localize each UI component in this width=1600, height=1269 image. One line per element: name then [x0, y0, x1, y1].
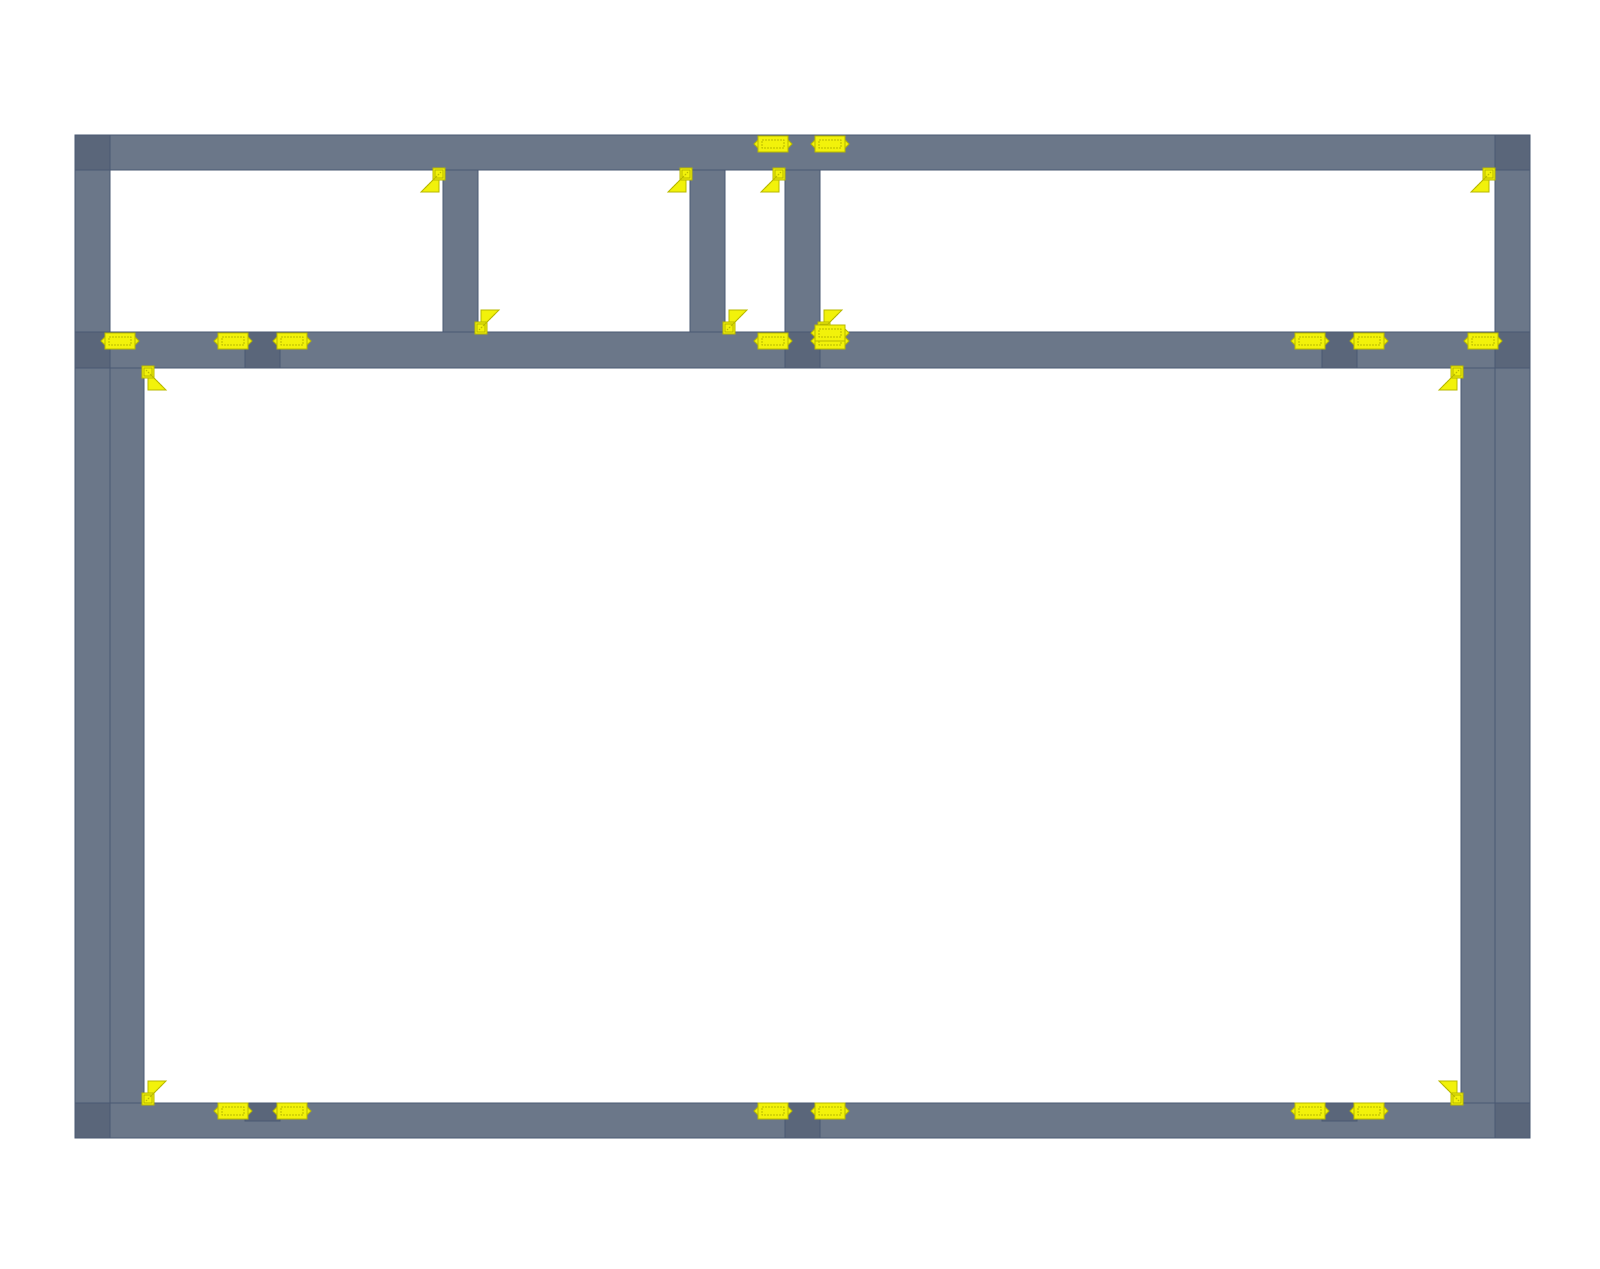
- bottom-splice-3-connector: [753, 1102, 793, 1120]
- right-inner-column: [1460, 367, 1496, 1104]
- bottom-splice-6-connector: [1349, 1102, 1389, 1120]
- corner-bracket-lower-bl-connector: [141, 1080, 168, 1106]
- joint-4: [244, 331, 281, 369]
- knee-brace-col2-bottom-connector: [722, 309, 749, 335]
- knee-brace-right-top-connector: [1469, 167, 1496, 193]
- mid-splice-3-connector: [272, 332, 312, 350]
- top-splice-left-connector: [753, 135, 793, 153]
- mid-splice-9-connector: [810, 324, 850, 342]
- knee-brace-col2-top-connector: [666, 167, 693, 193]
- joint-1: [74, 134, 111, 171]
- joint-10: [1494, 1102, 1531, 1139]
- left-inner-column: [109, 367, 145, 1104]
- upper-column-1: [442, 169, 479, 333]
- joints-layer: [74, 134, 1531, 1139]
- knee-brace-col3-top-connector: [759, 167, 786, 193]
- mid-splice-2-connector: [213, 332, 253, 350]
- mid-splice-8-connector: [1463, 332, 1503, 350]
- joint-6: [1321, 331, 1358, 369]
- corner-bracket-lower-tl-connector: [141, 365, 168, 391]
- knee-brace-col1-top-connector: [419, 167, 446, 193]
- top-splice-right-connector: [810, 135, 850, 153]
- bottom-splice-5-connector: [1290, 1102, 1330, 1120]
- bottom-splice-2-connector: [272, 1102, 312, 1120]
- joint-7: [1494, 331, 1531, 369]
- corner-bracket-lower-tr-connector: [1437, 365, 1464, 391]
- mid-splice-6-connector: [1290, 332, 1330, 350]
- corner-bracket-lower-br-connector: [1437, 1080, 1464, 1106]
- bottom-splice-1-connector: [213, 1102, 253, 1120]
- upper-column-3: [784, 169, 821, 333]
- joint-2: [1494, 134, 1531, 171]
- mid-splice-1-connector: [100, 332, 140, 350]
- right-outer-column: [1494, 134, 1531, 1139]
- bottom-splice-4-connector: [810, 1102, 850, 1120]
- members-layer: [74, 134, 1531, 1139]
- mid-splice-4-connector: [753, 332, 793, 350]
- joint-8: [74, 1102, 111, 1139]
- mid-splice-7-connector: [1349, 332, 1389, 350]
- upper-column-2: [689, 169, 726, 333]
- connectors-layer: [100, 135, 1503, 1120]
- knee-brace-col1-bottom-connector: [474, 309, 501, 335]
- top-beam: [74, 134, 1531, 171]
- left-outer-column: [74, 134, 111, 1139]
